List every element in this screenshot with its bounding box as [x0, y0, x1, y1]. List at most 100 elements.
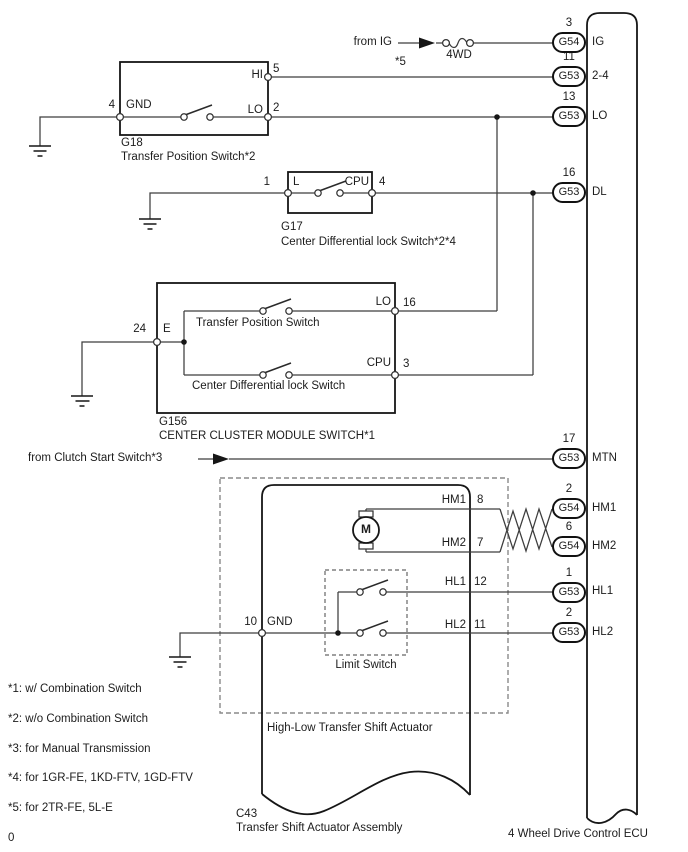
- motor-brush: [358, 542, 374, 550]
- g17-pin-l: 1: [263, 176, 270, 188]
- g18-pin-lo: 2: [273, 102, 280, 114]
- g17-cpu-label: CPU: [344, 176, 369, 188]
- connector-oval: G53: [552, 448, 586, 469]
- g156-sw1-out: LO: [375, 296, 391, 308]
- junction-dot: [181, 339, 187, 345]
- hl2-label: HL2: [444, 619, 466, 631]
- ecu-pin-num: 11: [563, 51, 575, 63]
- g156-sw2-pin: 3: [403, 358, 410, 370]
- footnote-2: *2: w/o Combination Switch: [8, 713, 148, 725]
- ground-icon: [169, 656, 191, 668]
- twisted-pair: [499, 506, 553, 554]
- ig-feed-line: [398, 37, 560, 49]
- junction-dot: [335, 630, 341, 636]
- g156-sw1-pin: 16: [403, 297, 416, 309]
- note5-ref: *5: [395, 56, 406, 68]
- from-ig-label: from IG: [353, 36, 392, 48]
- g18-hi-label: HI: [251, 69, 264, 81]
- connector-oval: G54: [552, 32, 586, 53]
- motor-icon: [352, 516, 380, 544]
- g156-pin-e: 24: [133, 323, 146, 335]
- footnote-3: *3: for Manual Transmission: [8, 743, 151, 755]
- footnote-4: *4: for 1GR-FE, 1KD-FTV, 1GD-FTV: [8, 772, 193, 784]
- switch-blade: [263, 298, 292, 374]
- gnd-label: GND: [267, 616, 293, 628]
- hl1-pin: 12: [474, 576, 487, 588]
- g17-l-label: L: [293, 176, 300, 188]
- ecu-pin-label: IG: [592, 36, 605, 48]
- hl2-pin: 11: [474, 619, 486, 631]
- switch-blade: [318, 180, 347, 192]
- actuator-connector-id: C43: [236, 808, 258, 820]
- ecu-pin-label: MTN: [592, 452, 617, 464]
- gnd-pin: 10: [244, 616, 257, 628]
- g18-gnd-label: GND: [126, 99, 152, 111]
- ecu-pin-num: 1: [565, 567, 573, 579]
- g18-lo-label: LO: [247, 104, 263, 116]
- ecu-pin-num: 2: [565, 483, 573, 495]
- hl1-label: HL1: [444, 576, 466, 588]
- connector-oval: G53: [552, 622, 586, 643]
- ecu-pin-label: 2-4: [592, 70, 609, 82]
- g17-switch-graphic: [139, 171, 377, 230]
- g18-name: Transfer Position Switch*2: [121, 151, 256, 163]
- ecu-pin-num: 6: [565, 521, 573, 533]
- connector-oval: G54: [552, 536, 586, 557]
- junction-dot: [530, 190, 536, 196]
- g156-sw2-label: Center Differential lock Switch: [192, 380, 346, 392]
- ecu-pin-label: HM1: [592, 502, 617, 514]
- ecu-pin-label: HL2: [592, 626, 614, 638]
- ecu-pin-num: 17: [562, 433, 576, 445]
- ecu-pin-num: 3: [565, 17, 573, 29]
- ecu-pin-label: HL1: [592, 585, 614, 597]
- fuse-icon: [448, 37, 468, 49]
- junction-dot: [494, 114, 500, 120]
- g156-name: CENTER CLUSTER MODULE SWITCH*1: [159, 430, 375, 442]
- g17-name: Center Differential lock Switch*2*4: [281, 236, 456, 248]
- hilow-label: High-Low Transfer Shift Actuator: [267, 722, 433, 734]
- footnote-5: *5: for 2TR-FE, 5L-E: [8, 802, 113, 814]
- ecu-pin-label: DL: [592, 186, 607, 198]
- connector-oval: G53: [552, 66, 586, 87]
- page-number: 0: [8, 832, 15, 844]
- g17-pin-cpu: 4: [379, 176, 386, 188]
- ground-icon: [29, 145, 51, 157]
- from-clutch-label: from Clutch Start Switch*3: [28, 452, 163, 464]
- g156-sw2-out: CPU: [366, 357, 391, 369]
- connector-oval: G53: [552, 582, 586, 603]
- connector-oval: G54: [552, 498, 586, 519]
- motor-label: M: [361, 522, 371, 536]
- g18-pin-hi: 5: [273, 63, 280, 75]
- ground-icon: [139, 218, 161, 230]
- mtn-feed-line: [198, 453, 560, 465]
- actuator-graphic: [169, 477, 560, 816]
- connector-oval: G53: [552, 182, 586, 203]
- g18-connector-id: G18: [121, 137, 143, 149]
- limit-switch-label: Limit Switch: [335, 659, 397, 671]
- trunk-wires: [268, 76, 560, 375]
- hm2-label: HM2: [441, 537, 466, 549]
- motor-brush: [358, 510, 374, 518]
- ecu-pin-num: 16: [562, 167, 576, 179]
- actuator-name: Transfer Shift Actuator Assembly: [236, 822, 403, 834]
- ecu-pin-num: 13: [562, 91, 576, 103]
- hilow-dashed-box: [219, 477, 509, 714]
- g156-sw1-label: Transfer Position Switch: [196, 317, 320, 329]
- fuse-label: 4WD: [446, 49, 472, 61]
- g18-pin-gnd: 4: [108, 99, 115, 111]
- switch-blade: [184, 104, 213, 116]
- g156-connector-id: G156: [159, 416, 188, 428]
- arrow-icon: [213, 453, 229, 465]
- hm2-pin: 7: [477, 537, 484, 549]
- footnote-1: *1: w/ Combination Switch: [8, 683, 142, 695]
- ecu-pin-label: HM2: [592, 540, 617, 552]
- arrow-icon: [419, 37, 435, 49]
- ecu-pin-num: 2: [565, 607, 573, 619]
- ground-icon: [71, 395, 93, 407]
- g17-connector-id: G17: [281, 221, 303, 233]
- g156-switch-graphic: [71, 282, 533, 414]
- switch-blade: [360, 579, 389, 632]
- hm1-pin: 8: [477, 494, 484, 506]
